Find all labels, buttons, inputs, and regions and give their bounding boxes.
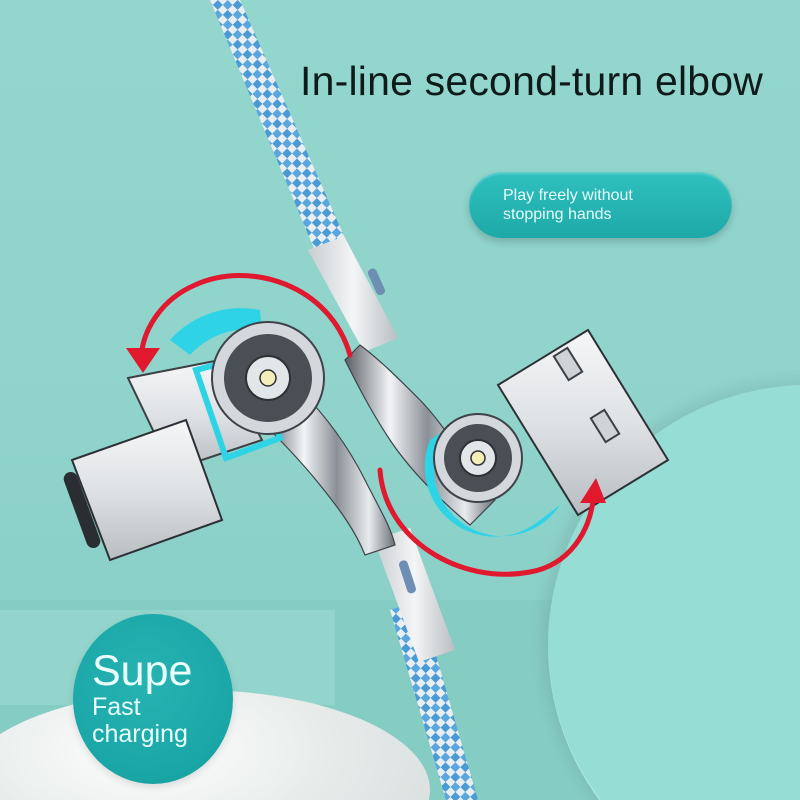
cable-sleeve-upper: [308, 236, 398, 352]
usb-c-chrome-neck: [264, 389, 396, 556]
badge-title: Supe: [92, 647, 193, 695]
usb-c-plug: [63, 352, 284, 562]
usb-c-gear-hub: [170, 308, 325, 435]
cable-sleeve-lower: [374, 528, 455, 662]
feature-pill-line1: Play freely without: [503, 187, 633, 204]
feature-pill-line2: stopping hands: [503, 206, 612, 223]
headline: In-line second-turn elbow: [300, 58, 764, 104]
braided-cable-left: [210, 0, 478, 800]
counterclockwise-arrow-icon: [126, 273, 353, 373]
usb-a-plug: [496, 328, 670, 517]
feature-pill-text: Play freely without stopping hands: [503, 186, 703, 224]
badge-line1: Fast: [92, 693, 141, 721]
usb-a-gear-hub: [424, 413, 560, 537]
badge-line2: charging: [92, 720, 188, 748]
clockwise-arrow-icon: [377, 467, 606, 577]
braided-cable-right: [240, 0, 355, 250]
fast-charging-badge: [73, 614, 233, 784]
feature-pill: [469, 172, 732, 238]
